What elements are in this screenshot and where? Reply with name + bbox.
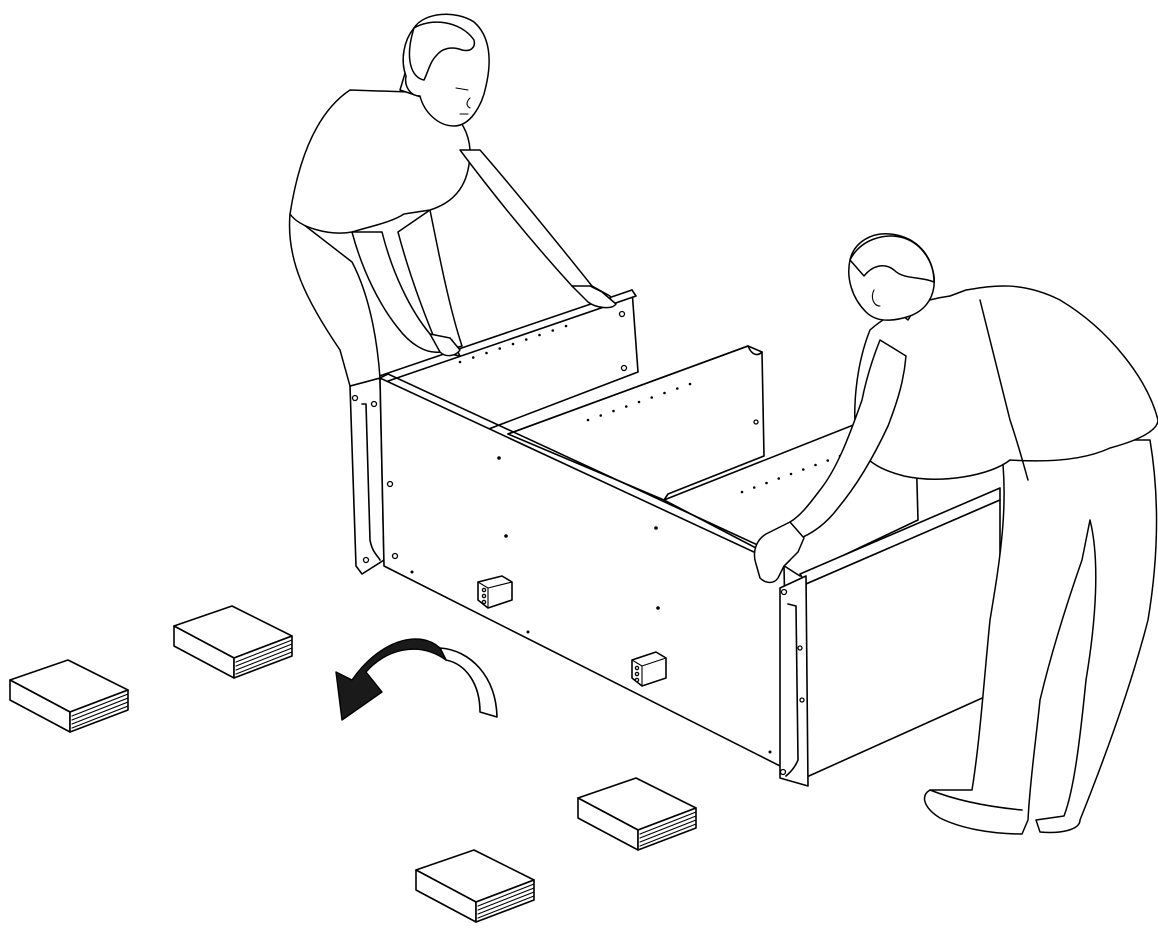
book-stack-2 — [174, 606, 292, 678]
book-stack-1 — [10, 660, 128, 732]
book-stack-3 — [578, 778, 696, 850]
rotate-counterclockwise-arrow — [336, 639, 497, 720]
book-stack-4 — [416, 850, 534, 922]
